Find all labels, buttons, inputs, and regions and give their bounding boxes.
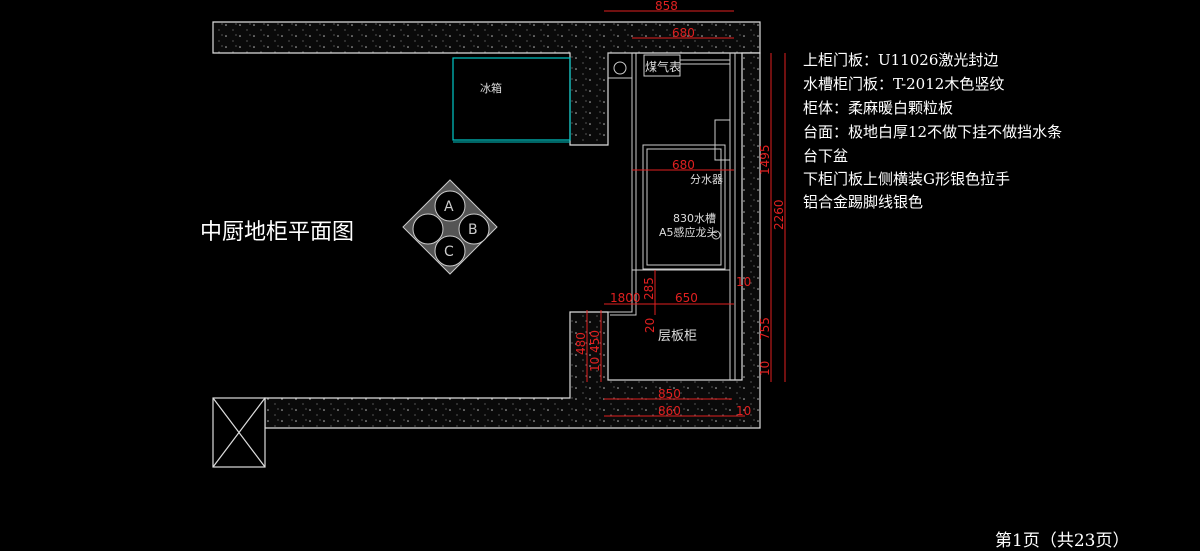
drawing-title: 中厨地柜平面图	[200, 220, 355, 245]
cabinet-outlines	[607, 52, 736, 381]
sink-label: 830水槽	[673, 212, 716, 225]
note-item: 台面：极地白厚12不做下挂不做挡水条	[803, 123, 1063, 141]
dim-480: 480	[574, 332, 588, 355]
compass-symbol: A B C	[402, 179, 498, 275]
faucet-label: A5感应龙头	[659, 225, 718, 239]
dim-650: 650	[675, 291, 698, 305]
dimension-lines	[586, 10, 786, 417]
compass-c: C	[444, 244, 454, 260]
note-item: 上柜门板：U11026激光封边	[803, 51, 999, 69]
dim-858: 858	[655, 0, 678, 13]
dim-1800: 1800	[610, 291, 641, 305]
dim-1495: 1495	[758, 144, 772, 175]
dim-680-mid: 680	[672, 158, 695, 172]
water-divider-label: 分水器	[690, 173, 723, 186]
note-item: 柜体：柔麻暖白颗粒板	[803, 99, 954, 117]
fridge: 冰箱	[452, 57, 571, 143]
dim-850: 850	[658, 387, 681, 401]
compass-a: A	[444, 199, 454, 215]
dim-860: 860	[658, 404, 681, 418]
dim-10-right: 10	[736, 275, 751, 289]
shelf-cabinet-label: 层板柜	[658, 329, 697, 344]
page-indicator: 第1页（共23页）	[995, 531, 1130, 551]
compass-b: B	[468, 222, 478, 238]
note-item: 下柜门板上侧横装G形银色拉手	[803, 170, 1010, 188]
note-item: 铝合金踢脚线银色	[803, 193, 924, 211]
note-item: 水槽柜门板：T-2012木色竖纹	[803, 75, 1005, 93]
note-item: 台下盆	[803, 147, 849, 165]
dim-285: 285	[642, 277, 656, 300]
dim-10-vertical: 10	[758, 361, 772, 376]
dim-680-top: 680	[672, 26, 695, 40]
fridge-label: 冰箱	[480, 81, 502, 95]
gas-meter-label: 煤气表	[645, 59, 681, 74]
dim-755: 755	[758, 317, 772, 340]
dim-20: 20	[643, 318, 657, 333]
dim-10-bottom: 10	[736, 404, 751, 418]
dim-2260: 2260	[772, 199, 786, 230]
dim-10-450: 10 450	[588, 330, 602, 372]
